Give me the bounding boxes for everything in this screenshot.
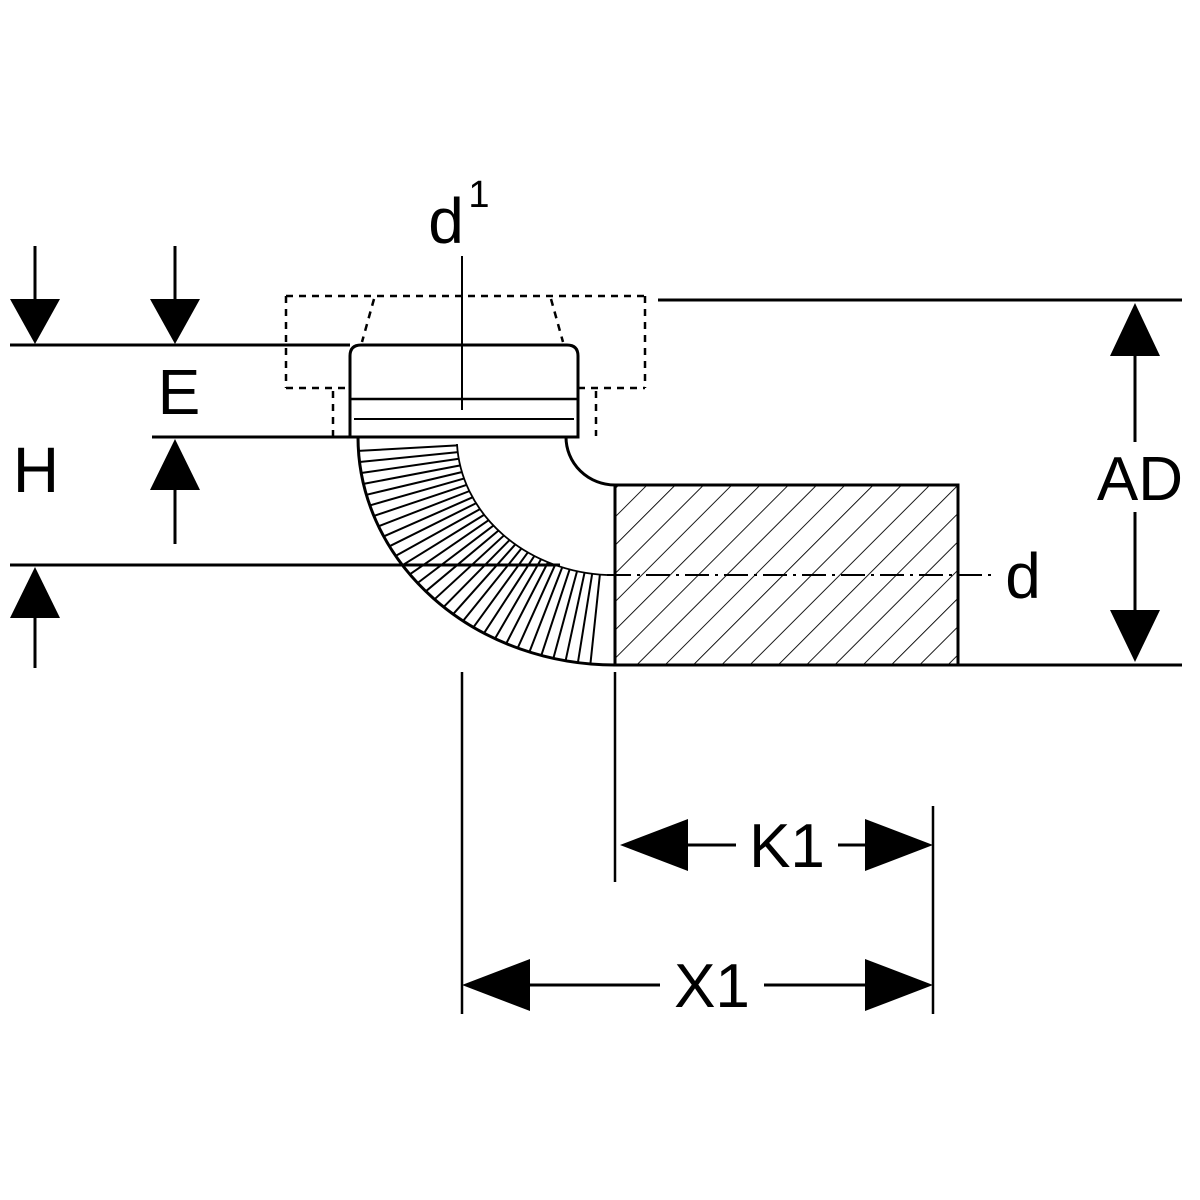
dimension-K1: K1: [620, 812, 933, 881]
rib-line: [358, 444, 458, 452]
bend-ribs: [358, 444, 601, 665]
rib-line: [442, 539, 511, 608]
bend-inner-arc: [564, 436, 616, 487]
label-E: E: [158, 356, 201, 428]
rib-line: [552, 570, 579, 659]
rib-line: [409, 519, 490, 576]
right-arrow-icon: [865, 959, 933, 1011]
up-arrow-icon: [10, 567, 60, 618]
dimension-X1: X1: [462, 952, 933, 1021]
left-arrow-icon: [620, 819, 688, 871]
bend-elbow: [356, 436, 616, 667]
rib-line: [378, 490, 470, 528]
label-K1: K1: [749, 812, 825, 881]
rib-line: [540, 568, 571, 656]
dashed-insertion-outline: [284, 294, 647, 436]
right-arrow-icon: [865, 819, 933, 871]
up-arrow-icon: [150, 439, 200, 490]
dimension-E: E: [150, 356, 357, 544]
rib-line: [401, 513, 485, 567]
bend-outer-arc: [356, 436, 616, 667]
dashed-taper-right: [549, 298, 565, 343]
rib-line: [433, 534, 505, 601]
rib-line: [369, 477, 465, 507]
rib-line: [373, 483, 468, 517]
rib-line: [359, 451, 459, 463]
rib-line: [388, 502, 477, 548]
socket-body: [348, 343, 580, 439]
label-d1: d: [428, 185, 464, 257]
left-arrow-icon: [462, 959, 530, 1011]
extension-lines: [460, 672, 935, 1014]
rib-line: [494, 558, 543, 640]
rib-line: [361, 457, 460, 474]
rib-line: [528, 566, 564, 653]
rib-line: [564, 572, 586, 661]
dimension-AD: AD: [1097, 303, 1183, 662]
label-d: d: [1005, 540, 1041, 612]
rib-line: [363, 464, 461, 485]
dimension-H: H: [10, 434, 560, 668]
dimension-top-reference: [10, 246, 350, 347]
rib-line: [452, 543, 517, 615]
rib-line: [576, 573, 594, 663]
rib-line: [462, 547, 523, 622]
label-X1: X1: [674, 952, 750, 1021]
down-arrow-icon: [1110, 610, 1160, 662]
socket-outline: [348, 343, 580, 439]
up-arrow-icon: [1110, 303, 1160, 356]
rib-line: [589, 574, 601, 665]
rib-line: [383, 496, 474, 538]
down-arrow-icon: [150, 299, 200, 344]
rib-line: [472, 551, 529, 628]
dashed-taper-left: [360, 298, 376, 343]
label-d1-superscript: 1: [468, 174, 489, 216]
label-AD: AD: [1097, 445, 1183, 514]
down-arrow-icon: [10, 299, 60, 344]
rib-line: [366, 471, 463, 496]
rib-line: [425, 529, 500, 593]
rib-line: [395, 508, 481, 557]
label-H: H: [13, 434, 59, 506]
rib-line: [505, 561, 549, 645]
spigot-pipe: [607, 483, 995, 667]
rib-line: [483, 555, 536, 634]
rib-line: [416, 524, 495, 584]
rib-line: [516, 564, 557, 649]
label-d1-group: d 1: [428, 174, 490, 410]
